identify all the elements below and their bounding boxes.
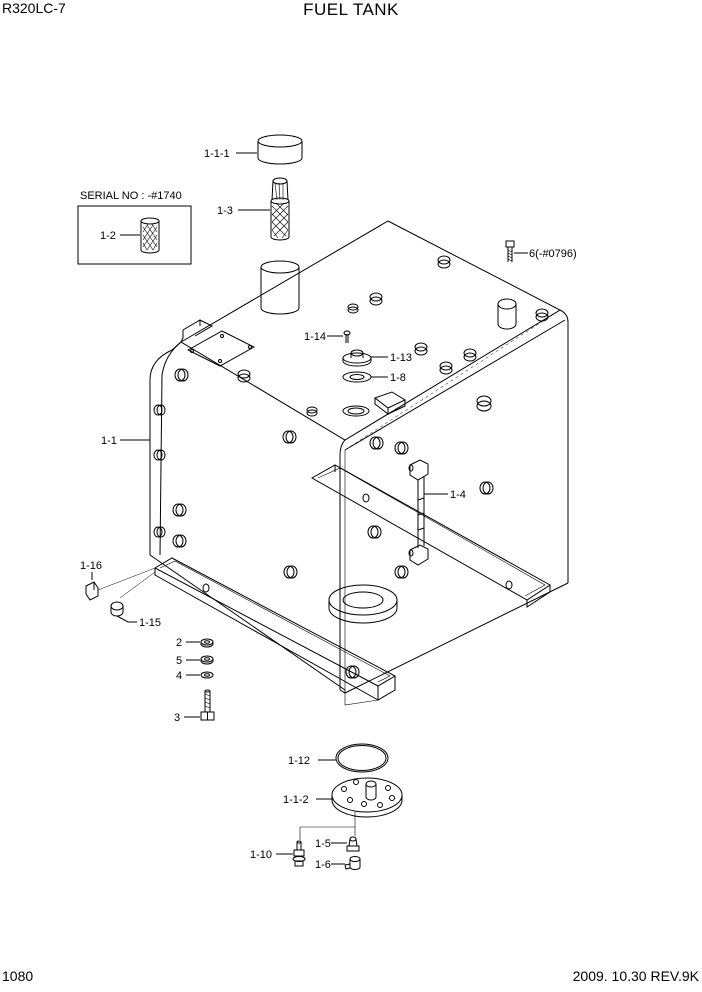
serial-box: SERIAL NO : -#1740 1-2 [77, 190, 192, 265]
callout-1-15: 1-15 [139, 617, 161, 629]
bolt-6 [505, 240, 515, 262]
callout-5: 5 [176, 655, 182, 667]
callout-1-13: 1-13 [390, 352, 412, 364]
tank-body-1-1 [149, 220, 569, 706]
cover-1-1-2 [331, 777, 403, 818]
callout-3: 3 [174, 712, 180, 724]
strainer-1-3 [270, 177, 290, 241]
o-ring-1-12 [335, 743, 389, 773]
callout-1-2: 1-2 [100, 230, 116, 242]
bolt-3 [200, 689, 215, 721]
callout-1-8: 1-8 [390, 372, 406, 384]
sender-1-13 [342, 349, 372, 367]
callout-1-4: 1-4 [450, 489, 466, 501]
washer-4 [200, 671, 214, 679]
callout-1-14: 1-14 [304, 331, 326, 343]
screw-1-14 [343, 330, 351, 343]
drain-flange [328, 584, 398, 624]
callout-1-16: 1-16 [80, 560, 102, 572]
washer-5 [200, 655, 214, 665]
page-number: 1080 [2, 968, 34, 984]
callout-1-6: 1-6 [315, 859, 331, 871]
tank-bosses [153, 255, 549, 679]
callout-1-12: 1-12 [288, 755, 310, 767]
callout-1-1-1: 1-1-1 [204, 148, 230, 160]
serial-box-label: SERIAL NO : -#1740 [80, 190, 182, 202]
callout-1-1-2: 1-1-2 [283, 794, 309, 806]
valve-1-10 [292, 840, 306, 867]
washer-2 [200, 638, 214, 648]
callout-6: 6(-#0796) [529, 248, 577, 260]
strainer-1-2 [140, 217, 160, 254]
plug-1-16 [85, 581, 99, 601]
callout-1-3: 1-3 [217, 205, 233, 217]
revision-info: 2009. 10.30 REV.9K [572, 968, 699, 984]
callout-4: 4 [176, 670, 182, 682]
callout-1-5: 1-5 [315, 838, 331, 850]
fitting-1-5 [346, 836, 360, 852]
page-title: FUEL TANK [303, 0, 399, 19]
plug-1-15 [110, 601, 124, 617]
level-gauge-1-4 [408, 459, 429, 566]
cap-1-6 [344, 856, 361, 870]
callout-2: 2 [176, 637, 182, 649]
gasket-1-8 [342, 371, 372, 383]
callout-1-10: 1-10 [250, 849, 272, 861]
cap-1-1-1 [257, 134, 303, 165]
callout-1-1: 1-1 [101, 435, 117, 447]
model-label: R320LC-7 [2, 0, 66, 16]
